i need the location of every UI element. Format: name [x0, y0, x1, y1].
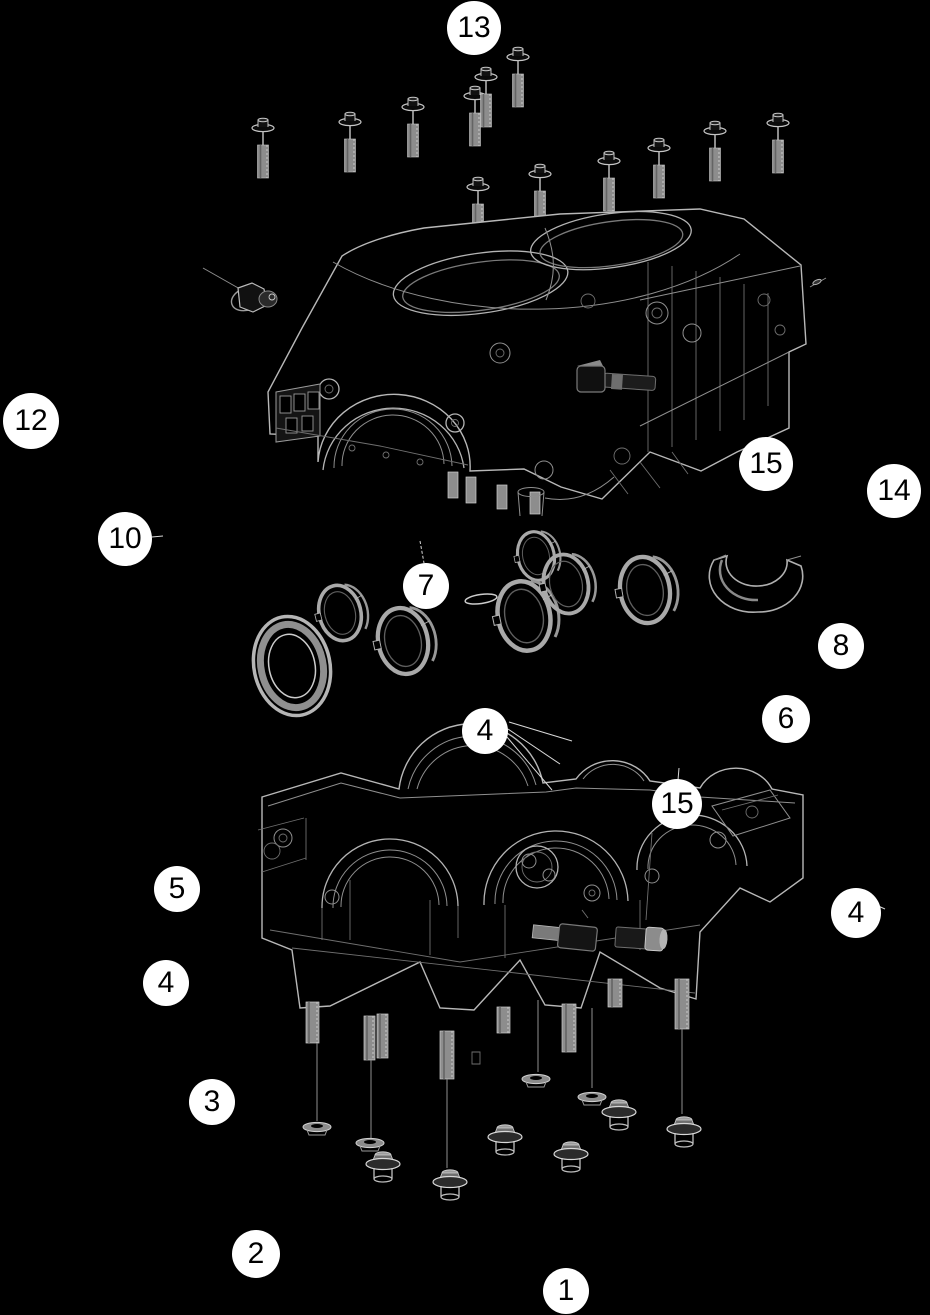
- callout-15-upper[interactable]: 15: [739, 437, 793, 491]
- oil-jet-bolts-lower: [531, 923, 668, 952]
- callout-4-left[interactable]: 4: [143, 960, 189, 1006]
- callout-4-top[interactable]: 4: [462, 708, 508, 754]
- callout-2[interactable]: 2: [232, 1230, 280, 1278]
- oil-jet-bolt-upper: [576, 360, 657, 393]
- small-bolt-drawing: [809, 277, 827, 288]
- callout-8[interactable]: 8: [818, 623, 864, 669]
- callout-14[interactable]: 14: [867, 464, 921, 518]
- callout-7[interactable]: 7: [403, 563, 449, 609]
- callout-6[interactable]: 6: [762, 695, 810, 743]
- callout-10[interactable]: 10: [98, 512, 152, 566]
- oil-plug-drawing: [202, 267, 278, 313]
- callout-5[interactable]: 5: [154, 866, 200, 912]
- callout-15-lower[interactable]: 15: [652, 779, 702, 829]
- callout-3[interactable]: 3: [189, 1079, 235, 1125]
- callout-1[interactable]: 1: [543, 1268, 589, 1314]
- bearing-shells-drawing: [251, 525, 804, 718]
- upper-crankcase-drawing: [267, 208, 827, 517]
- callout-4-right[interactable]: 4: [831, 888, 881, 938]
- thrust-bearing-drawing: [708, 554, 804, 614]
- studs-drawing: [305, 978, 690, 1168]
- callout-12[interactable]: 12: [3, 393, 59, 449]
- callout-13[interactable]: 13: [447, 1, 501, 55]
